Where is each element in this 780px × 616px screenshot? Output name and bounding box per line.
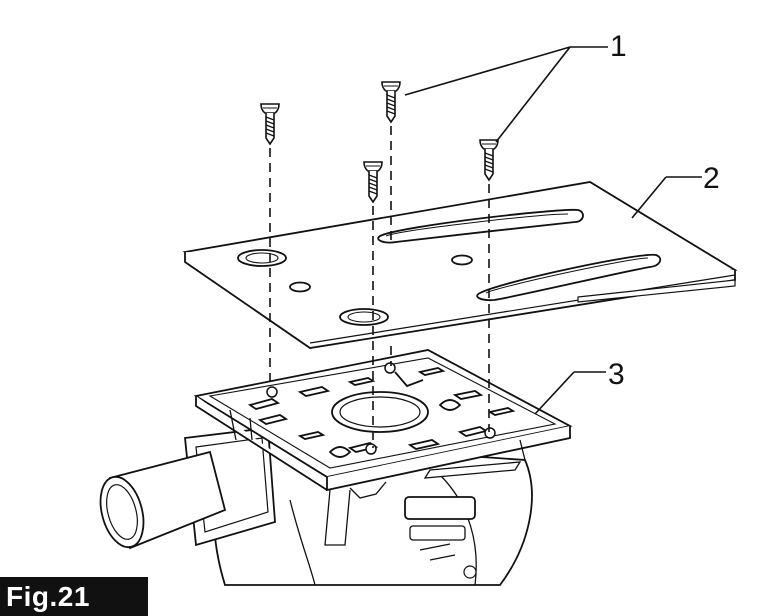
screw [479, 139, 499, 181]
base-pad [193, 349, 573, 499]
callout-3-label: 3 [608, 358, 625, 391]
base-pad-holes [266, 362, 496, 455]
callout-3 [534, 371, 606, 415]
alignment-lines [269, 126, 490, 448]
screw [381, 81, 401, 123]
screw [260, 103, 280, 145]
callout-2 [631, 176, 702, 219]
dust-port [99, 426, 276, 550]
figure-label-tab [0, 577, 148, 616]
callout-1-label: 1 [610, 30, 627, 63]
callout-1 [404, 46, 608, 143]
figure-label: Fig.21 [6, 581, 90, 612]
mounting-plate [182, 181, 738, 349]
screw [363, 161, 383, 203]
callout-2-label: 2 [703, 162, 720, 195]
motor-housing [213, 439, 533, 586]
